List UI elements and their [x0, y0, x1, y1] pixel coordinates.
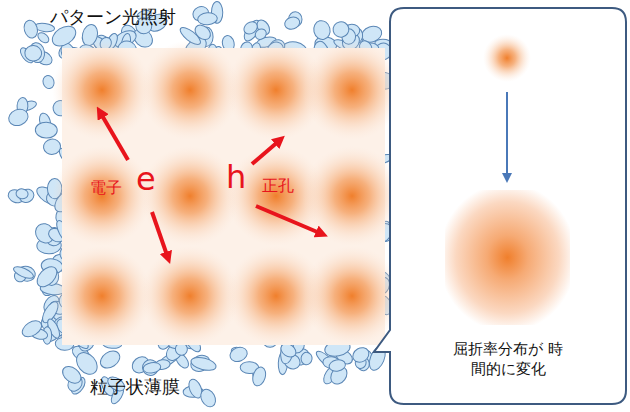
particle [228, 345, 249, 364]
particle [283, 15, 301, 31]
particle [332, 20, 351, 38]
callout-text: 屈折率分布が 時間的に変化 [448, 340, 568, 379]
light-spot [302, 246, 402, 346]
particle [35, 122, 57, 139]
light-spots [52, 40, 402, 346]
small-spot [483, 34, 531, 82]
light-spot [140, 40, 240, 140]
electron-arrow [152, 212, 168, 258]
light-spot [52, 246, 152, 346]
electron-symbol: e [136, 160, 156, 198]
electron-arrow [100, 112, 128, 160]
particle [22, 19, 39, 40]
light-spot [140, 246, 240, 346]
particle [97, 348, 123, 372]
particle [251, 366, 268, 388]
particle [19, 318, 44, 341]
callout-box: 屈折率分布が 時間的に変化 [392, 10, 624, 402]
particle [6, 106, 30, 128]
title: パターン光照射 [50, 6, 176, 28]
particle [59, 363, 84, 386]
carrier-label: 電子 [90, 178, 122, 197]
caption: 粒子状薄膜 [90, 376, 180, 398]
hole-symbol: h [226, 158, 246, 196]
particle [197, 12, 217, 25]
particle [15, 188, 28, 200]
hole-arrow [256, 206, 322, 234]
light-spot [302, 40, 402, 140]
callout-bubble [374, 8, 626, 404]
particle [350, 345, 371, 365]
particle [192, 22, 213, 42]
time-arrow [506, 92, 508, 178]
carrier-label: 正孔 [262, 176, 294, 195]
particle [328, 359, 346, 373]
particle [253, 27, 268, 42]
spread-spot [445, 190, 570, 325]
particle [300, 352, 313, 366]
particle [43, 138, 62, 155]
hole-arrow [252, 140, 280, 164]
carrier-arrows [100, 112, 322, 258]
particle [12, 264, 35, 280]
particle [198, 387, 219, 410]
particle [190, 355, 218, 373]
light-spot [52, 40, 152, 140]
particle [24, 45, 42, 61]
particle [142, 361, 161, 374]
particle [312, 19, 332, 41]
